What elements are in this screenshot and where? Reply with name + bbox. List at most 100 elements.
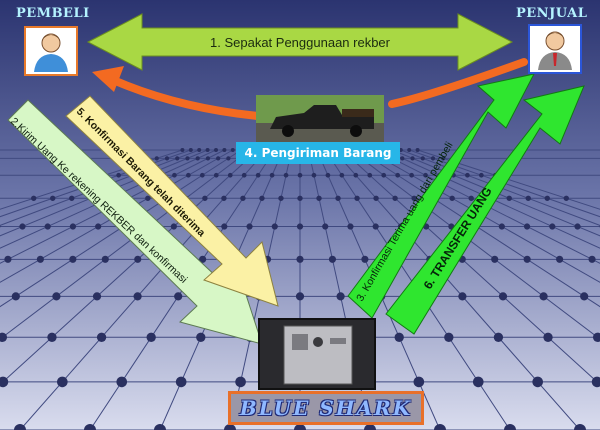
grid-dot [506,195,512,201]
grid-dot [336,292,345,301]
grid-dot [246,223,253,230]
seller-avatar [528,24,582,74]
grid-line [0,149,225,264]
grid-dot [449,195,455,201]
grid-dot [195,156,200,161]
grid-dot [347,223,354,230]
grid-dot [328,255,337,263]
grid-dot [372,223,379,230]
grid-dot [316,195,322,201]
grid-dot [539,292,548,301]
grid-line [392,149,600,237]
grid-dot [11,292,20,301]
grid-dot [224,424,236,430]
pickup-truck-image [256,95,384,143]
grid-dot [69,255,77,263]
grid-dot [202,195,208,201]
grid-dot [170,223,177,230]
grid-dot [0,332,8,342]
grid-dot [36,255,44,263]
grid-dot [96,332,107,342]
grid-dot [14,424,26,430]
grid-dot [226,156,231,161]
grid-dot [294,424,306,430]
grid-dot [185,156,190,161]
grid-dot [216,156,221,161]
grid-dot [188,148,193,152]
grid-dot [504,424,516,430]
grid-dot [523,255,531,263]
grid-dot [297,195,303,201]
grid-dot [472,376,484,388]
grid-dot [116,172,121,178]
grid-dot [409,172,414,178]
grid-dot [4,255,12,263]
grid-dot [283,172,289,178]
grid-dot [407,148,412,152]
grid-dot [410,156,415,161]
received-arrow [65,95,279,307]
grid-dot [591,376,600,388]
grid-dot [52,292,61,301]
grid-dot [413,376,425,388]
grid-dot [164,156,170,161]
grid-line [375,149,600,264]
grid-dot [367,172,373,178]
grid-dot [335,195,341,201]
grid-dot [196,332,206,342]
grid-dot [69,223,77,230]
grid-dot [175,376,187,388]
grid-dot [221,195,227,201]
transfer-arrow [385,85,585,335]
grid-dot [199,255,207,263]
grid-dot [213,172,219,178]
grid-dot [235,376,246,388]
grid-dot [458,292,467,301]
grid-dot [411,195,417,201]
grid-dot [199,172,205,178]
brand-name: BLUE SHARK [239,396,413,420]
grid-dot [50,195,56,201]
grid-dot [92,292,102,301]
grid-dot [322,223,329,230]
grid-line [417,149,600,210]
grid-dot [532,376,543,388]
grid-dot [205,156,211,161]
grid-dot [116,376,128,388]
grid-dot [592,332,600,342]
grid-dot [523,223,531,230]
grid-line [0,149,200,226]
grid-dot [296,223,304,230]
grid-dot [95,223,102,230]
grid-dot [175,156,180,161]
grid-dot [154,156,159,161]
grid-dot [479,172,484,178]
grid-dot [241,172,247,178]
grid-dot [465,172,470,178]
agreement-label: 1. Sepakat Penggunaan rekber [210,35,391,50]
grid-dot [295,292,305,301]
grid-dot [493,332,504,342]
grid-dot [574,424,586,430]
grid-dot [133,292,142,301]
payment-arrow [7,99,263,345]
grid-dot [563,195,569,201]
grid-dot [84,424,96,430]
grid-dot [269,172,275,178]
grid-dot [57,376,68,388]
grid-dot [434,424,446,430]
grid-dot [255,172,261,178]
grid-dot [395,172,401,178]
grid-dot [134,255,142,263]
grid-dot [423,172,428,178]
delivery-arrow-head [92,66,124,92]
agreement-arrow [86,13,514,71]
seller-label: PENJUAL [516,6,588,21]
grid-dot [278,195,284,201]
grid-dot [101,255,109,263]
grid-dot [230,148,235,152]
grid-dot [221,223,228,230]
grid-dot [222,148,227,152]
grid-dot [543,332,553,342]
